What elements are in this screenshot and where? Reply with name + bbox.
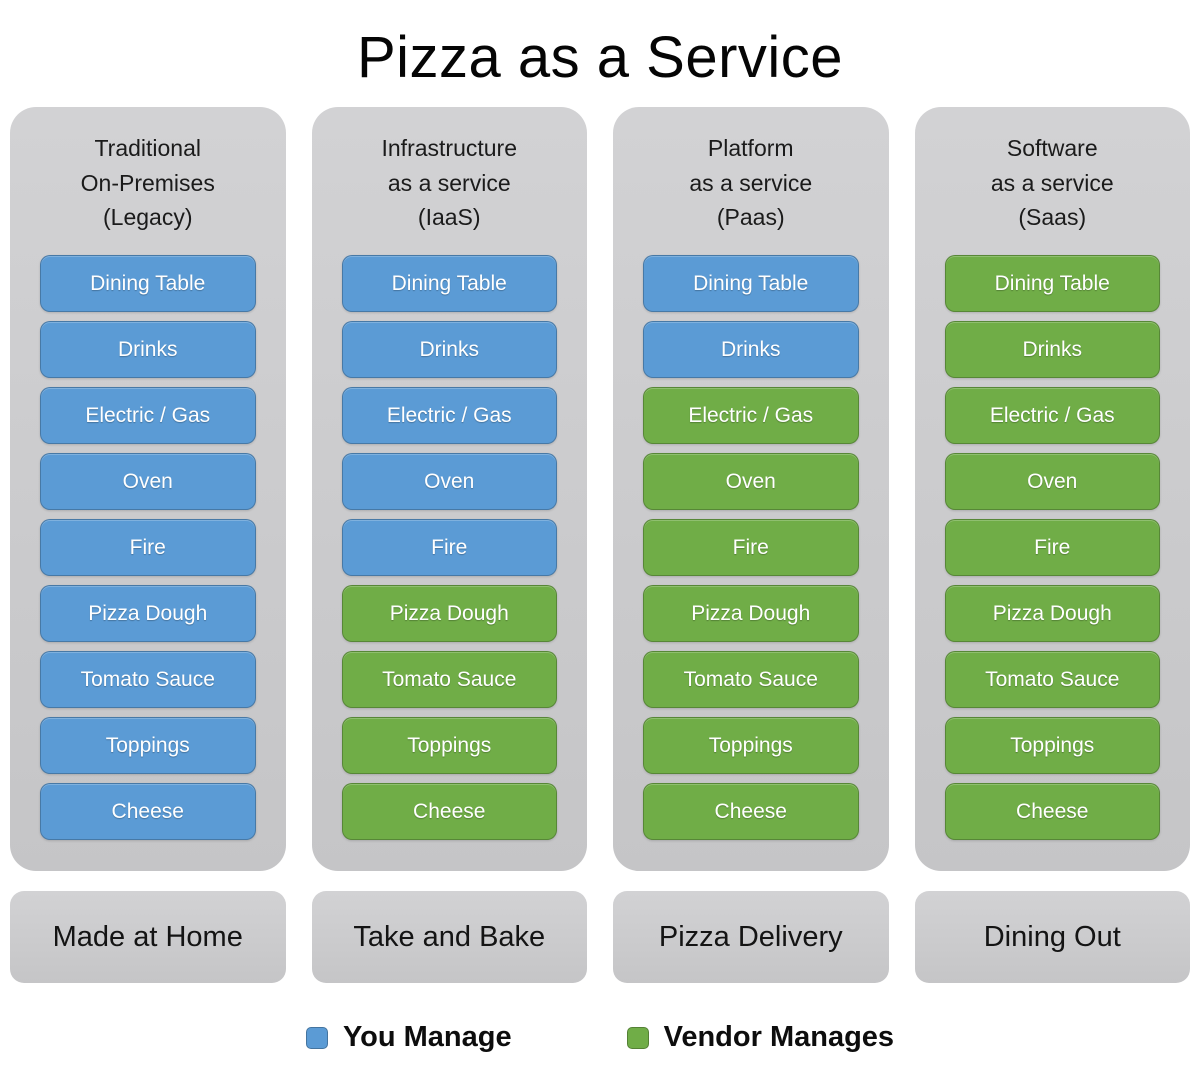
vendor-manages-swatch: [626, 1026, 649, 1049]
service-item: Drinks: [40, 321, 256, 378]
service-item: Pizza Dough: [40, 585, 256, 642]
service-item: Drinks: [643, 321, 859, 378]
service-column: Infrastructure as a service (IaaS) Dining T…: [311, 107, 587, 871]
service-item: Tomato Sauce: [944, 651, 1160, 708]
column-footer: Take and Bake: [311, 891, 587, 983]
service-item: Tomato Sauce: [643, 651, 859, 708]
service-item: Tomato Sauce: [341, 651, 557, 708]
page-title: Pizza as a Service: [356, 25, 844, 90]
service-item: Fire: [40, 519, 256, 576]
column-header-line: as a service: [387, 169, 511, 196]
service-item: Drinks: [944, 321, 1160, 378]
column-header: Infrastructure as a service (IaaS): [342, 131, 558, 247]
service-item: Pizza Dough: [944, 585, 1160, 642]
you-manage-swatch: [305, 1026, 328, 1049]
service-item: Drinks: [341, 321, 557, 378]
service-item: Electric / Gas: [40, 387, 256, 444]
service-item: Tomato Sauce: [40, 651, 256, 708]
service-item: Toppings: [944, 717, 1160, 774]
service-item: Electric / Gas: [341, 387, 557, 444]
column-footer: Dining Out: [914, 891, 1190, 983]
service-item: Oven: [341, 453, 557, 510]
service-item: Pizza Dough: [643, 585, 859, 642]
service-item: Dining Table: [643, 255, 859, 312]
column-header-line: Traditional: [94, 135, 202, 161]
service-item: Dining Table: [944, 255, 1160, 312]
column-header-line: (Saas): [1018, 204, 1087, 230]
column-footer: Made at Home: [10, 891, 286, 983]
service-item: Cheese: [944, 783, 1160, 840]
service-item: Fire: [944, 519, 1160, 576]
service-item: Oven: [40, 453, 256, 510]
column-header-line: as a service: [689, 169, 813, 196]
column-header-line: (Paas): [716, 204, 785, 230]
service-item: Electric / Gas: [944, 387, 1160, 444]
column-header: Platform as a service (Paas): [643, 131, 859, 247]
legend: You Manage Vendor Manages: [0, 1021, 1200, 1054]
service-item: Dining Table: [341, 255, 557, 312]
service-item: Dining Table: [40, 255, 256, 312]
legend-label-vendor-manages: Vendor Manages: [663, 1021, 895, 1053]
column-header-line: On-Premises: [80, 169, 215, 196]
column-header-line: (IaaS): [417, 204, 481, 230]
service-item: Cheese: [40, 783, 256, 840]
column-header-line: Platform: [707, 135, 794, 161]
service-item: Electric / Gas: [643, 387, 859, 444]
service-item: Cheese: [341, 783, 557, 840]
service-item: Fire: [341, 519, 557, 576]
service-item: Toppings: [341, 717, 557, 774]
service-item: Oven: [643, 453, 859, 510]
service-item: Toppings: [643, 717, 859, 774]
column-header: Software as a service (Saas): [945, 131, 1161, 247]
column-header-line: Infrastructure: [381, 135, 518, 161]
legend-item-you-manage: You Manage: [305, 1021, 512, 1054]
service-item: Fire: [643, 519, 859, 576]
column-header-line: Software: [1006, 135, 1098, 161]
service-item: Toppings: [40, 717, 256, 774]
column-header-line: (Legacy): [103, 204, 193, 230]
legend-item-vendor-manages: Vendor Manages: [626, 1021, 895, 1054]
legend-label-you-manage: You Manage: [342, 1021, 512, 1053]
footers: Made at Home Take and Bake Pizza Delivery D…: [0, 891, 1200, 983]
service-item: Cheese: [643, 783, 859, 840]
service-item: Oven: [944, 453, 1160, 510]
column-header-line: as a service: [990, 169, 1114, 196]
service-item: Pizza Dough: [341, 585, 557, 642]
column-footer: Pizza Delivery: [613, 891, 889, 983]
